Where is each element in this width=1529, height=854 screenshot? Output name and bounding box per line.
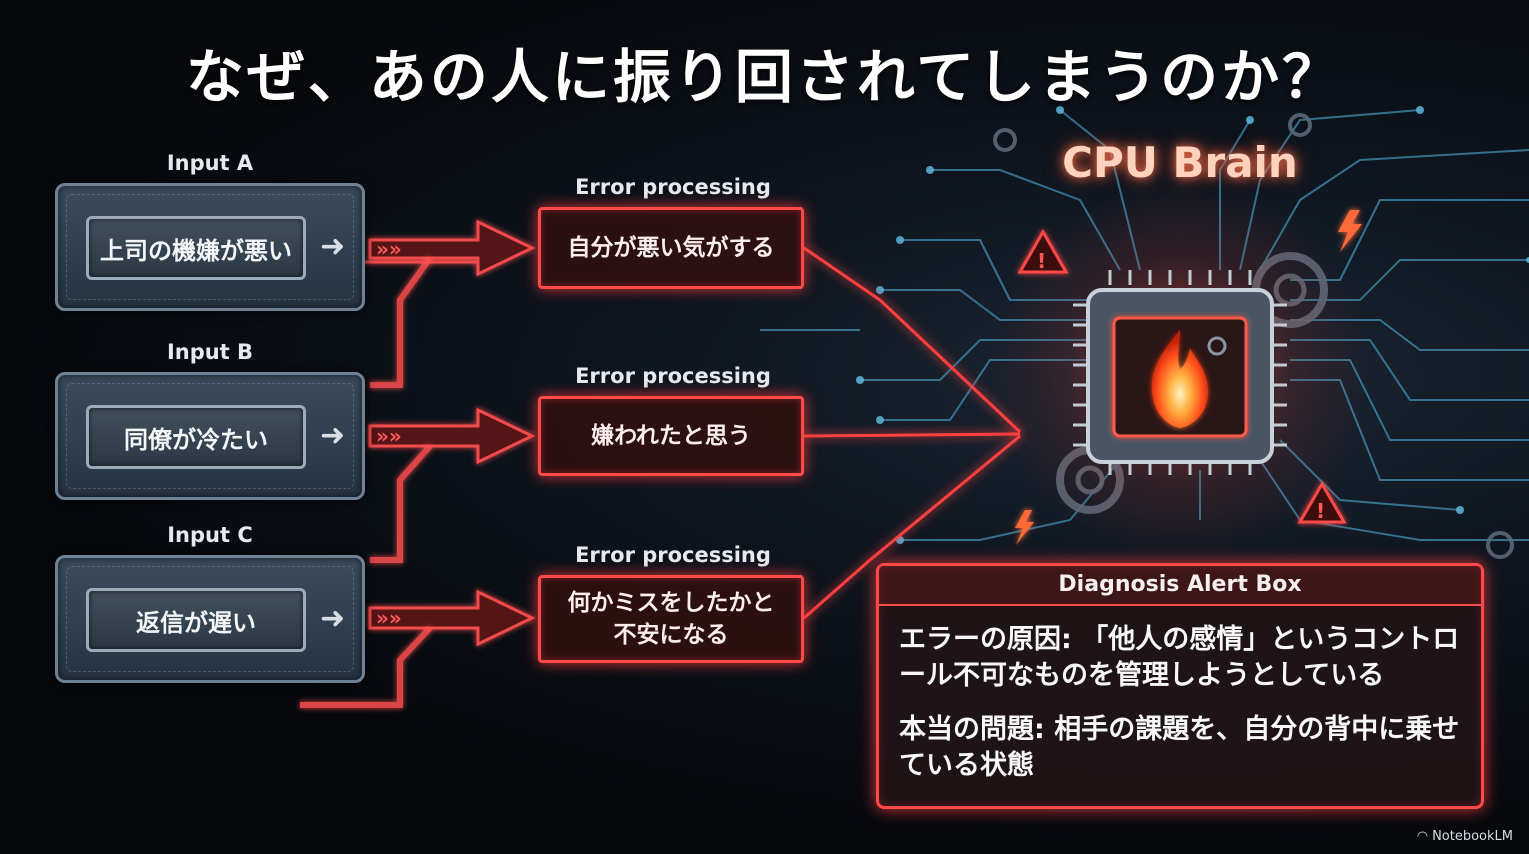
cpu-title: CPU Brain (1062, 138, 1298, 187)
alert-cause: エラーの原因: 「他人の感情」というコントロール不可なものを管理しようとしている (899, 624, 1460, 691)
input-b-panel: 同僚が冷たい ➜ (55, 372, 365, 500)
cpu-pins (1073, 270, 1287, 475)
process-1-box: 自分が悪い気がする (538, 207, 804, 289)
process-1-label: Error processing (575, 175, 771, 199)
input-a-label: Input A (166, 151, 254, 175)
svg-text:»»: »» (376, 237, 402, 261)
input-c-label: Input C (167, 523, 253, 547)
svg-text:»»: »» (376, 424, 402, 448)
notebooklm-logo-icon: ◠ (1416, 829, 1429, 844)
alert-problem: 本当の問題: 相手の課題を、自分の背中に乗せている状態 (899, 714, 1460, 781)
input-c-panel: 返信が遅い ➜ (55, 555, 365, 683)
input-c-text: 返信が遅い (86, 588, 306, 652)
brand-watermark: ◠ NotebookLM (1417, 829, 1513, 844)
brand-name: NotebookLM (1432, 829, 1513, 844)
diagnosis-alert-box: Diagnosis Alert Box エラーの原因: 「他人の感情」というコン… (876, 563, 1484, 809)
input-a-panel: 上司の機嫌が悪い ➜ (55, 183, 365, 311)
process-2-box: 嫌われたと思う (538, 396, 804, 476)
page-title: なぜ、あの人に振り回されてしまうのか？ (185, 43, 1344, 111)
lightning-icon (1015, 210, 1362, 545)
arrow-right-icon: ➜ (320, 229, 346, 264)
input-b-text: 同僚が冷たい (86, 405, 306, 469)
input-a-text: 上司の機嫌が悪い (86, 216, 306, 280)
flame-icon (1151, 330, 1208, 428)
process-3-box: 何かミスをしたかと 不安になる (538, 575, 804, 663)
arrow-right-icon: ➜ (320, 601, 346, 636)
svg-text:!: ! (1037, 249, 1046, 273)
process-to-cpu-lines (803, 246, 1022, 620)
svg-text:»»: »» (376, 606, 402, 630)
warning-icon (1017, 228, 1347, 524)
cpu-chip (1073, 270, 1287, 475)
alert-header: Diagnosis Alert Box (879, 566, 1481, 606)
chevron-icons: »» »» »» (376, 237, 402, 630)
circuit-nodes (856, 106, 1529, 544)
process-2-label: Error processing (575, 364, 771, 388)
warning-marks: ! ! (1037, 249, 1325, 523)
arrow-right-icon: ➜ (320, 418, 346, 453)
svg-text:!: ! (1316, 499, 1325, 523)
input-flow-arrows (365, 219, 536, 647)
input-b-label: Input B (166, 340, 254, 364)
cross-connect-traces (300, 256, 433, 708)
process-3-label: Error processing (575, 543, 771, 567)
